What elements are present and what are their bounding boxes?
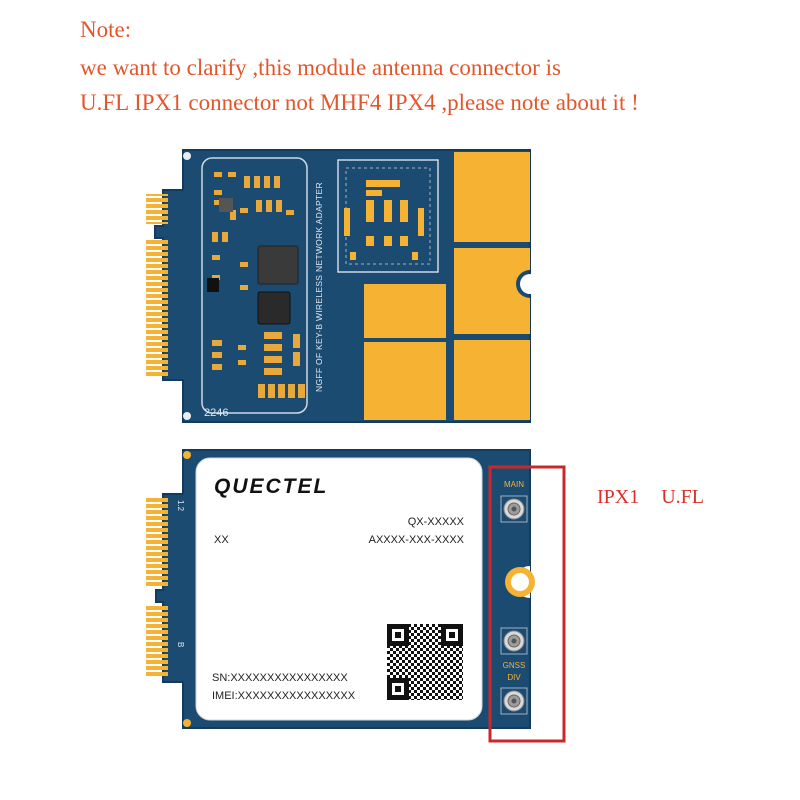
connector-main: MAIN [500, 480, 528, 523]
connector-gnss: GNSS [500, 627, 528, 670]
label-div: DIV [507, 673, 521, 682]
edge-mark-bottom: B [176, 642, 185, 647]
note-line-2: we want to clarify ,this module antenna … [80, 55, 561, 80]
secondary-chip [257, 291, 291, 325]
edge-mark-top: 1.2 [176, 500, 185, 512]
connector-highlight-box [488, 465, 566, 743]
note-line-3: U.FL IPX1 connector not MHF4 IPX4 ,pleas… [80, 90, 639, 115]
brand-logo: QUECTEL [214, 475, 328, 498]
gold-pads [364, 152, 530, 420]
date-code: 2246 [204, 407, 228, 419]
sim-slot [337, 159, 439, 273]
adapter-board: 2246 NGFF OF KEY-B WIRELESS NETWORK ADAP… [146, 149, 540, 423]
part-code: AXXXX-XXX-XXXX [369, 534, 465, 546]
quectel-module: QUECTEL QX-XXXXX XX AXXXX-XXX-XXXX SN:XX… [146, 449, 535, 729]
label-main: MAIN [504, 480, 524, 489]
serial-number: SN:XXXXXXXXXXXXXXXX [212, 672, 348, 684]
callout-ipx1: IPX1 [597, 486, 640, 508]
callout-label: IPX1 U.FL [597, 486, 704, 509]
module-edge-fingers [146, 498, 168, 678]
edge-connector-fingers [146, 194, 168, 378]
main-chip [257, 245, 299, 285]
left-code: XX [214, 534, 229, 546]
callout-ufl: U.FL [661, 486, 705, 508]
note-heading: Note: [80, 17, 132, 42]
adapter-silkscreen: NGFF OF KEY-B WIRELESS NETWORK ADAPTER [314, 182, 324, 392]
passive-components [212, 172, 305, 398]
model-number: QX-XXXXX [408, 516, 465, 528]
imei-number: IMEI:XXXXXXXXXXXXXXXX [212, 690, 356, 702]
label-gnss: GNSS [503, 661, 526, 670]
qr-code [387, 624, 463, 700]
connector-div: DIV [500, 673, 528, 715]
